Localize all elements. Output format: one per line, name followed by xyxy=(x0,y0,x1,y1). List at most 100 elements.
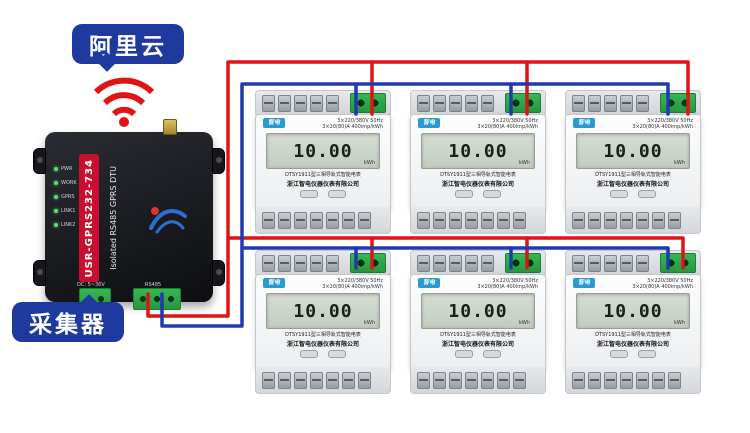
mounting-ear xyxy=(33,260,46,286)
lcd-display: 10.00 kWh xyxy=(576,133,690,169)
unit-label: kWh xyxy=(518,160,530,166)
meter-comm-terminal xyxy=(660,93,696,113)
screw-terminal xyxy=(293,211,307,229)
brand-logo-icon xyxy=(149,207,187,234)
antenna-connector xyxy=(163,119,177,135)
screw-terminal xyxy=(357,211,371,229)
screw-terminal xyxy=(325,371,339,389)
power-label: DC: 5~36V xyxy=(77,282,105,288)
meter-top-terminal-strip xyxy=(255,90,391,115)
mounting-ear xyxy=(33,148,46,174)
screw-terminal xyxy=(309,254,323,272)
meter-bottom-terminal-strip xyxy=(565,367,701,394)
screw-terminal xyxy=(603,94,617,112)
brand-badge: 智电 xyxy=(573,118,596,128)
screw-terminal xyxy=(619,254,633,272)
screw-terminal xyxy=(667,211,681,229)
meter-buttons[interactable] xyxy=(256,350,390,358)
screw-terminal xyxy=(603,371,617,389)
energy-reading: 10.00 xyxy=(293,300,353,322)
company-text: 浙江智电仪器仪表有限公司 xyxy=(441,341,514,348)
screw-terminal xyxy=(619,371,633,389)
screw-terminal xyxy=(464,94,478,112)
meter-buttons[interactable] xyxy=(566,350,700,358)
meter-buttons[interactable] xyxy=(566,190,700,198)
wifi-icon xyxy=(93,77,155,127)
screw-terminal xyxy=(571,254,585,272)
screw-terminal xyxy=(651,371,665,389)
screw-terminal xyxy=(480,94,494,112)
unit-label: kWh xyxy=(363,320,375,326)
led-label: WORK xyxy=(61,180,77,186)
company-text: 浙江智电仪器仪表有限公司 xyxy=(286,181,359,188)
screw-terminal xyxy=(480,254,494,272)
status-led: LINK1 xyxy=(54,208,77,214)
model-text: DTSY1911型三相导轨式智能电表 xyxy=(285,332,361,338)
model-text: DTSY1911型三相导轨式智能电表 xyxy=(440,332,516,338)
screw-terminal xyxy=(325,254,339,272)
brand-badge: 智电 xyxy=(263,278,286,288)
screw-terminal xyxy=(277,211,291,229)
company-text: 浙江智电仪器仪表有限公司 xyxy=(596,181,669,188)
meter-comm-terminal xyxy=(505,253,541,273)
screw-terminal xyxy=(261,211,275,229)
screw-terminal xyxy=(277,371,291,389)
screw-terminal xyxy=(432,371,446,389)
energy-reading: 10.00 xyxy=(293,140,353,162)
mounting-ear xyxy=(212,260,225,286)
meter-comm-terminal xyxy=(350,93,386,113)
status-led: LINK2 xyxy=(54,222,77,228)
meter-bottom-terminal-strip xyxy=(255,207,391,234)
screw-terminal xyxy=(587,371,601,389)
meter-bottom-terminal-strip xyxy=(410,207,546,234)
company-text: 浙江智电仪器仪表有限公司 xyxy=(441,181,514,188)
brand-badge: 智电 xyxy=(573,278,596,288)
cloud-label: 阿里云 xyxy=(89,34,167,60)
screw-terminal xyxy=(448,371,462,389)
led-label: GPRS xyxy=(61,194,75,200)
meter-comm-terminal xyxy=(660,253,696,273)
screw-terminal xyxy=(325,211,339,229)
unit-label: kWh xyxy=(363,160,375,166)
model-text: DTSY1911型三相导轨式智能电表 xyxy=(440,172,516,178)
screw-terminal xyxy=(357,371,371,389)
screw-terminal xyxy=(619,94,633,112)
screw-terminal xyxy=(571,371,585,389)
meter-bottom-terminal-strip xyxy=(255,367,391,394)
screw-terminal xyxy=(293,94,307,112)
led-panel: PWR WORK GPRS LINK1 LINK2 xyxy=(54,166,77,236)
screw-terminal xyxy=(512,211,526,229)
unit-label: kWh xyxy=(518,320,530,326)
meter-buttons[interactable] xyxy=(256,190,390,198)
meter-buttons[interactable] xyxy=(411,350,545,358)
screw-terminal xyxy=(277,254,291,272)
meter-top-terminal-strip xyxy=(410,250,546,275)
screw-terminal xyxy=(512,371,526,389)
meter-buttons[interactable] xyxy=(411,190,545,198)
screw-terminal xyxy=(496,211,510,229)
screw-terminal xyxy=(651,211,665,229)
led-label: LINK2 xyxy=(61,222,76,228)
screw-terminal xyxy=(341,371,355,389)
screw-terminal xyxy=(464,371,478,389)
screw-terminal xyxy=(587,94,601,112)
device-model-strip: USR-GPRS232-734 xyxy=(79,154,99,282)
status-led: GPRS xyxy=(54,194,77,200)
screw-terminal xyxy=(496,371,510,389)
energy-reading: 10.00 xyxy=(603,140,663,162)
